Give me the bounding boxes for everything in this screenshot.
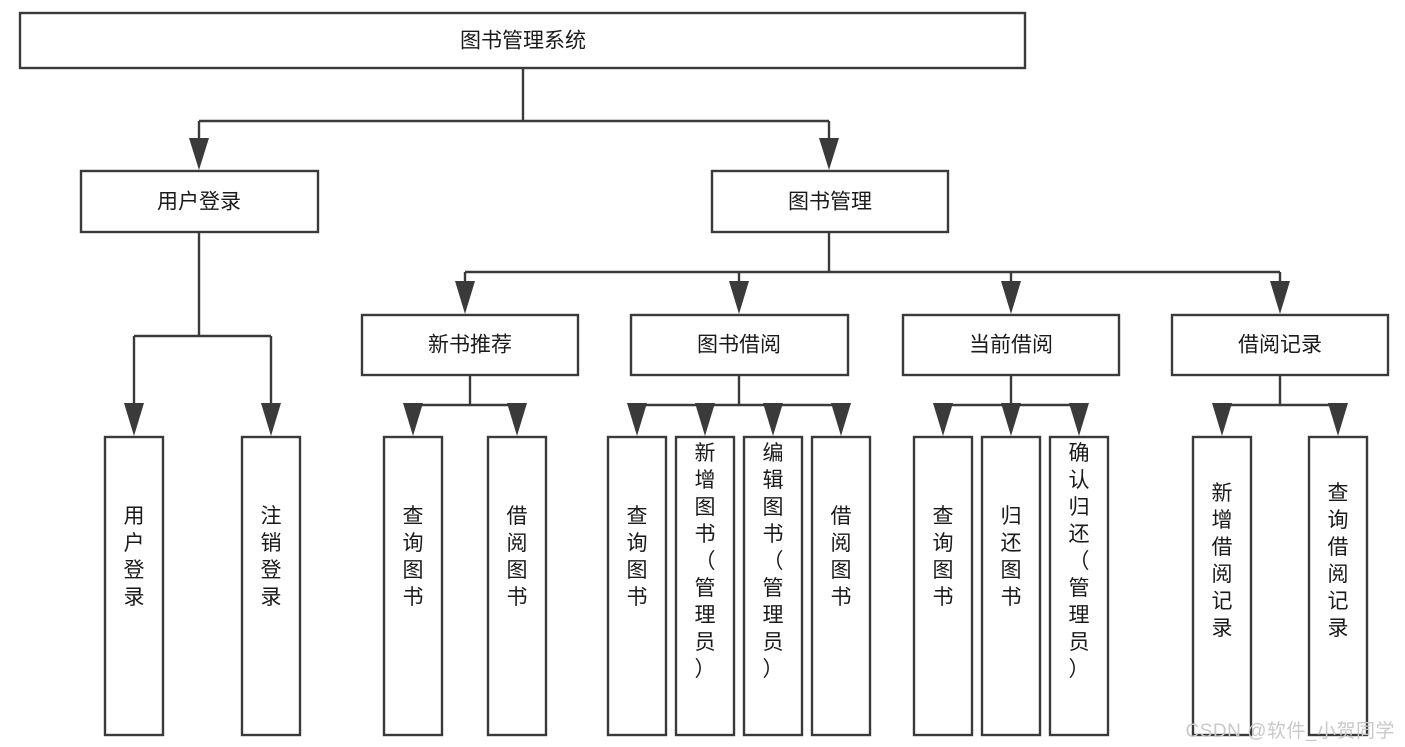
leaf-add-book-admin[interactable]: 新增图书（管理员） xyxy=(674,435,736,737)
arrow-head-bb-leaf3 xyxy=(763,403,783,436)
leaf-add-borrow-record[interactable]: 新增借阅记录 xyxy=(1191,435,1253,737)
node-current-borrow[interactable]: 当前借阅 xyxy=(901,313,1121,377)
leaf-query-borrow-record[interactable]: 查询借阅记录 xyxy=(1307,435,1369,737)
leaf-query-book-nb-label: 查询图书 xyxy=(403,505,424,609)
leaf-edit-book-admin-label: 编辑图书（管理员） xyxy=(763,442,784,681)
node-user-login-box[interactable] xyxy=(79,169,320,234)
arrow-head-br-leaf2 xyxy=(1328,403,1348,436)
leaf-add-borrow-record-label: 新增借阅记录 xyxy=(1212,482,1233,640)
leaf-user-login-box[interactable] xyxy=(103,435,165,737)
arrow-head-bb-leaf1 xyxy=(627,403,647,436)
leaf-query-borrow-record-label: 查询借阅记录 xyxy=(1328,482,1349,640)
leaf-query-book-cb[interactable]: 查询图书 xyxy=(912,435,974,737)
leaf-query-borrow-record-box[interactable] xyxy=(1307,435,1369,737)
node-user-login[interactable]: 用户登录 xyxy=(79,169,320,234)
arrow-head-current-borrow xyxy=(1001,281,1021,314)
leaf-edit-book-admin-box[interactable] xyxy=(742,435,804,737)
arrow-head-leaf-user-login xyxy=(124,403,144,436)
connector-group-user-login xyxy=(124,232,281,436)
node-current-borrow-box[interactable] xyxy=(901,313,1121,377)
connector-group-book-manage xyxy=(455,232,1290,314)
node-root-box[interactable] xyxy=(18,11,1027,70)
leaf-query-book-cb-box[interactable] xyxy=(912,435,974,737)
node-book-manage-box[interactable] xyxy=(710,169,950,234)
connector-group-root xyxy=(189,68,839,170)
arrow-head-cb-leaf2 xyxy=(1001,403,1021,436)
connector-group-book-borrow xyxy=(627,375,851,436)
leaf-logout[interactable]: 注销登录 xyxy=(240,435,302,737)
leaf-query-book-nb-box[interactable] xyxy=(382,435,444,737)
leaf-borrow-book-nb[interactable]: 借阅图书 xyxy=(486,435,548,737)
leaf-query-book-bb[interactable]: 查询图书 xyxy=(606,435,668,737)
node-book-borrow-label: 图书借阅 xyxy=(697,334,781,357)
leaf-add-book-admin-label: 新增图书（管理员） xyxy=(695,442,716,681)
node-borrow-record-label: 借阅记录 xyxy=(1238,334,1322,357)
leaf-query-book-bb-box[interactable] xyxy=(606,435,668,737)
arrow-head-cb-leaf1 xyxy=(933,403,953,436)
connector-group-current-borrow xyxy=(933,375,1089,436)
arrow-head-new-book xyxy=(455,281,475,314)
leaf-borrow-book-nb-box[interactable] xyxy=(486,435,548,737)
arrow-head-book-borrow xyxy=(729,281,749,314)
leaf-edit-book-admin[interactable]: 编辑图书（管理员） xyxy=(742,435,804,737)
leaf-borrow-book-bb-box[interactable] xyxy=(810,435,872,737)
leaf-borrow-book-nb-label: 借阅图书 xyxy=(507,505,528,609)
node-new-book-recommend-box[interactable] xyxy=(360,313,580,377)
node-root-label: 图书管理系统 xyxy=(460,30,586,53)
node-book-borrow[interactable]: 图书借阅 xyxy=(629,313,850,377)
leaf-confirm-return-admin-box[interactable] xyxy=(1048,435,1110,737)
arrow-head-br-leaf1 xyxy=(1212,403,1232,436)
leaf-add-book-admin-box[interactable] xyxy=(674,435,736,737)
leaf-borrow-book-bb[interactable]: 借阅图书 xyxy=(810,435,872,737)
leaf-return-book-box[interactable] xyxy=(980,435,1042,737)
leaf-confirm-return-admin[interactable]: 确认归还（管理员） xyxy=(1048,435,1110,737)
connector-group-borrow-record xyxy=(1212,375,1348,436)
arrow-head-bb-leaf2 xyxy=(695,403,715,436)
leaf-return-book-label: 归还图书 xyxy=(1001,505,1022,609)
leaf-confirm-return-admin-label: 确认归还（管理员） xyxy=(1069,442,1090,681)
node-new-book-recommend[interactable]: 新书推荐 xyxy=(360,313,580,377)
leaf-logout-box[interactable] xyxy=(240,435,302,737)
arrow-head-bb-leaf4 xyxy=(831,403,851,436)
csdn-watermark: CSDN @软件_小贺同学 xyxy=(1185,721,1395,742)
node-book-manage[interactable]: 图书管理 xyxy=(710,169,950,234)
leaf-query-book-cb-label: 查询图书 xyxy=(933,505,954,609)
arrow-head-borrow-record xyxy=(1270,281,1290,314)
arrow-head-leaf-logout xyxy=(261,403,281,436)
arrow-head-cb-leaf3 xyxy=(1069,403,1089,436)
leaf-query-book-nb[interactable]: 查询图书 xyxy=(382,435,444,737)
node-current-borrow-label: 当前借阅 xyxy=(969,334,1053,357)
arrow-head-nb-leaf1 xyxy=(403,403,423,436)
arrow-head-book-manage xyxy=(819,138,839,170)
node-borrow-record[interactable]: 借阅记录 xyxy=(1170,313,1390,377)
arrow-head-nb-leaf2 xyxy=(507,403,527,436)
leaf-user-login[interactable]: 用户登录 xyxy=(103,435,165,737)
connector-group-new-book xyxy=(403,375,527,436)
node-book-manage-label: 图书管理 xyxy=(788,191,872,214)
node-book-borrow-box[interactable] xyxy=(629,313,850,377)
leaf-return-book[interactable]: 归还图书 xyxy=(980,435,1042,737)
node-user-login-label: 用户登录 xyxy=(157,191,241,214)
node-new-book-recommend-label: 新书推荐 xyxy=(428,334,512,357)
leaf-add-borrow-record-box[interactable] xyxy=(1191,435,1253,737)
leaf-user-login-label: 用户登录 xyxy=(124,505,145,609)
leaf-query-book-bb-label: 查询图书 xyxy=(627,505,648,609)
arrow-head-user-login xyxy=(189,138,209,170)
leaf-borrow-book-bb-label: 借阅图书 xyxy=(831,505,852,609)
leaf-logout-label: 注销登录 xyxy=(261,505,282,609)
node-borrow-record-box[interactable] xyxy=(1170,313,1390,377)
node-root[interactable]: 图书管理系统 xyxy=(18,11,1027,70)
